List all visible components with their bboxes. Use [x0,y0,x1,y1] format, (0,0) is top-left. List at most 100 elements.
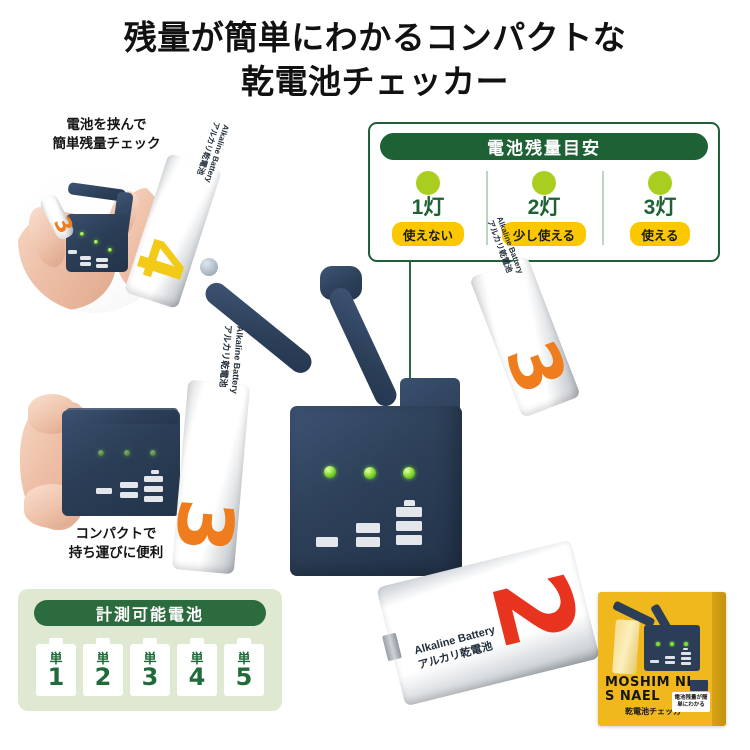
hero-led-2 [364,467,376,479]
led-2-compact [124,450,130,456]
lamp-status-badge-1: 使えない [391,222,464,246]
led-3-compact [150,450,156,456]
hero-battery-icon-mid [356,523,380,551]
led-1-compact [98,450,104,456]
seg-mid-b-compact [120,492,138,498]
led-3-insert [108,248,112,252]
battery-level-guide-panel: 電池残量目安 1灯 使えない 2灯 少し使える 3灯 使える [368,122,720,262]
photo-hand-holding-device [20,388,200,538]
device-arm-folded [66,408,178,424]
seg-mid-b-insert [80,262,91,266]
battery-nub-icon-3 [143,638,157,644]
lamp-count-label-2: 2灯 [527,196,561,219]
callout-compact-portable: コンパクトで 持ち運びに便利 [36,524,196,562]
battery-size-unit-1: 単 [49,650,63,666]
title-line-2: 乾電池チェッカー [241,62,509,100]
battery-size-body-5: 単 5 [224,644,264,696]
lamp-dot-icon-1 [416,171,440,195]
supported-battery-sizes-panel: 計測可能電池 単 1 単 2 単 3 [18,589,282,711]
led-1-insert [80,232,84,236]
gauge-column-2: 2灯 少し使える [486,167,602,259]
battery-size-unit-5: 単 [237,650,251,666]
seg-low-insert [68,250,77,254]
battery-aa-orange-right: 3 Alkaline Battery アルカリ乾電池 [469,215,583,419]
package-seg-full-c [681,662,691,665]
package-seg-mid-a [665,656,675,659]
battery-size-number-1: 1 [47,662,65,691]
hero-battery-icon-low [316,537,338,547]
battery-size-unit-3: 単 [143,650,157,666]
seg-mid-a-insert [80,256,91,260]
lamp-count-label-3: 3灯 [643,196,677,219]
callout-connector-line [409,262,411,472]
battery-size-body-3: 単 3 [130,644,170,696]
seg-mid-a-compact [120,482,138,488]
retail-package-box: MOSHIM NI S NAEL 乾電池チェッカー 電池残量が簡単にわかる [598,592,726,726]
lamp-count-label-1: 1灯 [411,196,445,219]
package-brand-line-1: MOSHIM NI [605,675,692,690]
package-product-illustration [606,598,706,675]
callout-insert-battery-line-2: 簡単残量チェック [52,136,161,152]
battery-size-number-2: 2 [94,662,112,691]
battery-size-body-1: 単 1 [36,644,76,696]
package-led-2 [670,642,674,646]
battery-size-unit-4: 単 [190,650,204,666]
lamp-dot-icon-2 [532,171,556,195]
package-logo-chip-icon [690,680,708,691]
battery-size-cell-5: 単 5 [224,638,264,696]
battery-nub-icon-2 [96,638,110,644]
package-seg-full-a [681,652,691,655]
battery-nub-icon-1 [49,638,63,644]
battery-size-body-2: 単 2 [83,644,123,696]
package-brand-line-2: S NAEL [605,688,660,704]
package-seg-mid-b [665,661,675,664]
supported-battery-sizes-heading: 計測可能電池 [34,600,266,626]
battery-number-3-center: 3 [158,495,252,556]
battery-size-cell-4: 単 4 [177,638,217,696]
seg-low-compact [96,488,112,494]
package-seg-full-b [681,657,691,660]
battery-size-unit-2: 単 [96,650,110,666]
hero-led-3 [403,467,415,479]
seg-full-cap-compact [151,470,159,474]
package-feature-badge: 電池残量が簡単にわかる [672,691,710,712]
gauge-column-3: 3灯 使える [602,167,718,259]
callout-insert-battery-line-1: 電池を挟んで [66,117,147,132]
gauge-column-1: 1灯 使えない [370,167,486,259]
hero-arm-right [326,284,401,410]
battery-size-number-4: 4 [188,662,206,691]
seg-full-a-compact [144,476,163,482]
battery-size-number-3: 3 [141,662,159,691]
battery-nub-icon-5 [237,638,251,644]
title-line-1: 残量が簡単にわかるコンパクトな [123,19,627,56]
callout-insert-battery: 電池を挟んで 簡単残量チェック [24,115,189,153]
hero-pivot-screw-icon [200,258,218,276]
battery-size-cell-1: 単 1 [36,638,76,696]
hero-battery-icon-full [396,500,422,549]
package-device-body [644,625,700,671]
led-2-insert [94,240,98,244]
callout-compact-portable-line-1: コンパクトで [75,526,157,541]
seg-full-b-insert [96,264,108,268]
seg-full-b-compact [144,486,163,492]
lamp-status-badge-3: 使える [630,222,690,246]
hero-led-1 [324,466,336,478]
package-subtitle: 乾電池チェッカー [625,706,689,716]
battery-label-4: Alkaline Battery アルカリ乾電池 [193,120,230,183]
lamp-dot-icon-3 [648,171,672,195]
hero-device-body [290,406,462,576]
battery-size-number-5: 5 [235,662,253,691]
hero-battery-checker-device [200,258,470,588]
battery-nub-icon-4 [190,638,204,644]
package-side-panel [712,592,726,726]
page-title: 残量が簡単にわかるコンパクトな 乾電池チェッカー [0,16,750,104]
battery-level-guide-heading: 電池残量目安 [380,133,708,160]
package-brand-logo: MOSHIM NI S NAEL 乾電池チェッカー [605,676,709,717]
seg-full-c-compact [144,496,163,502]
callout-compact-portable-line-2: 持ち運びに便利 [68,545,164,561]
battery-size-body-4: 単 4 [177,644,217,696]
package-seg-low [650,660,659,663]
package-led-3 [684,642,688,646]
package-led-1 [656,642,660,646]
